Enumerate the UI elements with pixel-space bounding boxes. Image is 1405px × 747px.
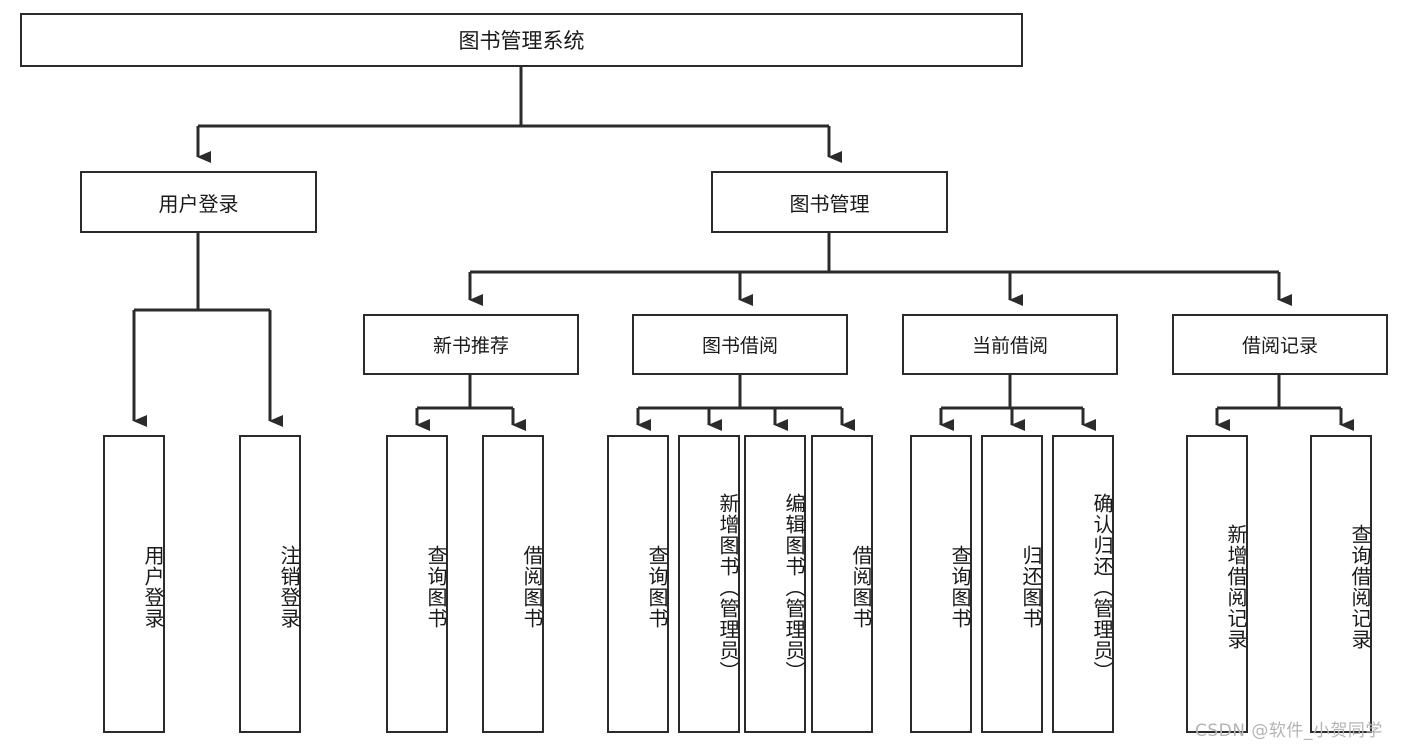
node-label: 新增借阅记录 (1224, 524, 1248, 650)
node-leaf-4: 查询图书 (607, 435, 669, 733)
node-label: 新增图书（管理员） (716, 492, 740, 682)
node-label: 借阅图书 (520, 545, 544, 629)
node-label: 注销登录 (277, 545, 301, 629)
node-root: 图书管理系统 (20, 13, 1023, 67)
node-label: 编辑图书（管理员） (782, 492, 806, 682)
node-leaf-3: 借阅图书 (482, 435, 544, 733)
node-label: 查询图书 (645, 545, 669, 629)
node-leaf-8: 查询图书 (910, 435, 972, 733)
node-leaf-6: 编辑图书（管理员） (744, 435, 806, 733)
node-level2-1: 图书借阅 (632, 314, 848, 375)
node-label: 归还图书 (1019, 545, 1043, 629)
node-leaf-7: 借阅图书 (811, 435, 873, 733)
node-label: 用户登录 (158, 191, 239, 216)
node-level1-1: 图书管理 (711, 171, 948, 233)
node-leaf-0: 用户登录 (103, 435, 165, 733)
node-label: 借阅图书 (849, 545, 873, 629)
node-label: 确认归还（管理员） (1090, 492, 1114, 682)
node-label: 用户登录 (141, 545, 165, 629)
node-label: 图书管理系统 (458, 29, 585, 53)
node-leaf-1: 注销登录 (239, 435, 301, 733)
node-label: 查询借阅记录 (1348, 524, 1372, 650)
node-label: 查询图书 (424, 545, 448, 629)
node-leaf-10: 确认归还（管理员） (1052, 435, 1114, 733)
node-level1-0: 用户登录 (80, 171, 317, 233)
node-level2-2: 当前借阅 (902, 314, 1118, 375)
node-level2-3: 借阅记录 (1172, 314, 1388, 375)
node-label: 当前借阅 (971, 335, 1048, 357)
watermark-label: CSDN @软件_小贺同学 (1195, 721, 1383, 741)
node-leaf-9: 归还图书 (981, 435, 1043, 733)
node-leaf-11: 新增借阅记录 (1186, 435, 1248, 733)
node-label: 查询图书 (948, 545, 972, 629)
node-leaf-5: 新增图书（管理员） (678, 435, 740, 733)
node-level2-0: 新书推荐 (363, 314, 579, 375)
node-leaf-12: 查询借阅记录 (1310, 435, 1372, 733)
node-label: 新书推荐 (432, 335, 509, 357)
node-leaf-2: 查询图书 (386, 435, 448, 733)
node-label: 图书借阅 (701, 335, 778, 357)
node-label: 借阅记录 (1241, 335, 1318, 357)
node-label: 图书管理 (789, 191, 870, 216)
